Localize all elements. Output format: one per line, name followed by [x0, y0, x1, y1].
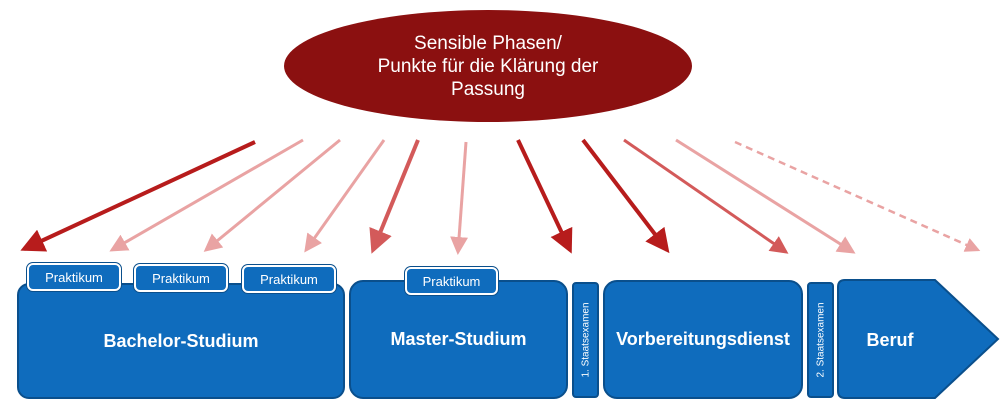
beruf-label: Beruf — [866, 330, 914, 350]
staatsexamen-2-label: 2. Staatsexamen — [815, 302, 826, 378]
master-studium-block: Master-Studium — [349, 280, 568, 399]
beruf-arrow-block — [837, 279, 1000, 399]
bachelor-label: Bachelor-Studium — [103, 330, 259, 351]
staatsexamen-1-block: 1. Staatsexamen — [572, 282, 599, 398]
header-ellipse: Sensible Phasen/ Punkte für die Klärung … — [284, 10, 692, 122]
arrow-9 — [623, 138, 789, 254]
praktikum-tab-2: Praktikum — [134, 264, 228, 292]
praktikum-tab-4: Praktikum — [405, 267, 498, 295]
vorbereitungsdienst-label: Vorbereitungsdienst — [616, 329, 790, 349]
arrow-6 — [450, 141, 469, 255]
master-label: Master-Studium — [390, 329, 527, 349]
arrow-3 — [203, 138, 341, 252]
header-line-3: Passung — [451, 78, 525, 100]
arrow-2 — [109, 138, 304, 252]
staatsexamen-2-block: 2. Staatsexamen — [807, 282, 834, 398]
arrow-5 — [369, 139, 420, 254]
praktikum-tab-3: Praktikum — [242, 265, 336, 293]
arrow-7 — [516, 139, 573, 254]
staatsexamen-1-label: 1. Staatsexamen — [580, 302, 591, 378]
arrow-1 — [20, 140, 256, 252]
arrow-11 — [734, 140, 981, 252]
arrow-10 — [675, 138, 856, 254]
praktikum-tab-1: Praktikum — [27, 263, 121, 291]
arrow-4 — [304, 139, 386, 253]
arrow-8 — [581, 138, 670, 254]
header-line-2: Punkte für die Klärung der — [377, 55, 599, 77]
bachelor-studium-block: Bachelor-Studium — [17, 283, 345, 399]
vorbereitungsdienst-block: Vorbereitungsdienst — [603, 280, 803, 399]
header-line-1: Sensible Phasen/ — [414, 32, 562, 54]
